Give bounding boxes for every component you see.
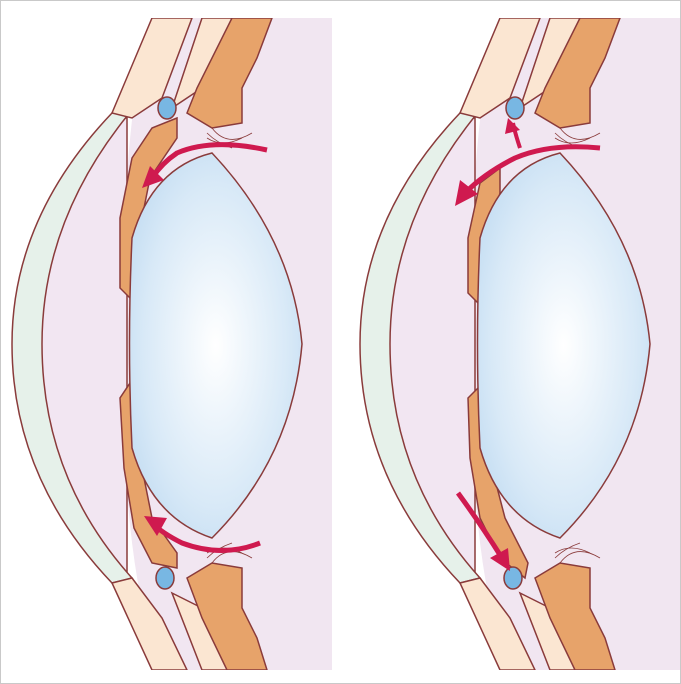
- schlemm-canal-lower: [504, 567, 522, 589]
- eye-diagram-left: [2, 18, 332, 670]
- schlemm-canal-lower: [156, 567, 174, 589]
- schlemm-canal-upper: [158, 97, 176, 119]
- eye-diagram-right: [350, 18, 680, 670]
- eye-panel-left: [2, 18, 332, 670]
- schlemm-canal-upper: [506, 97, 524, 119]
- eye-panel-right: [350, 18, 680, 670]
